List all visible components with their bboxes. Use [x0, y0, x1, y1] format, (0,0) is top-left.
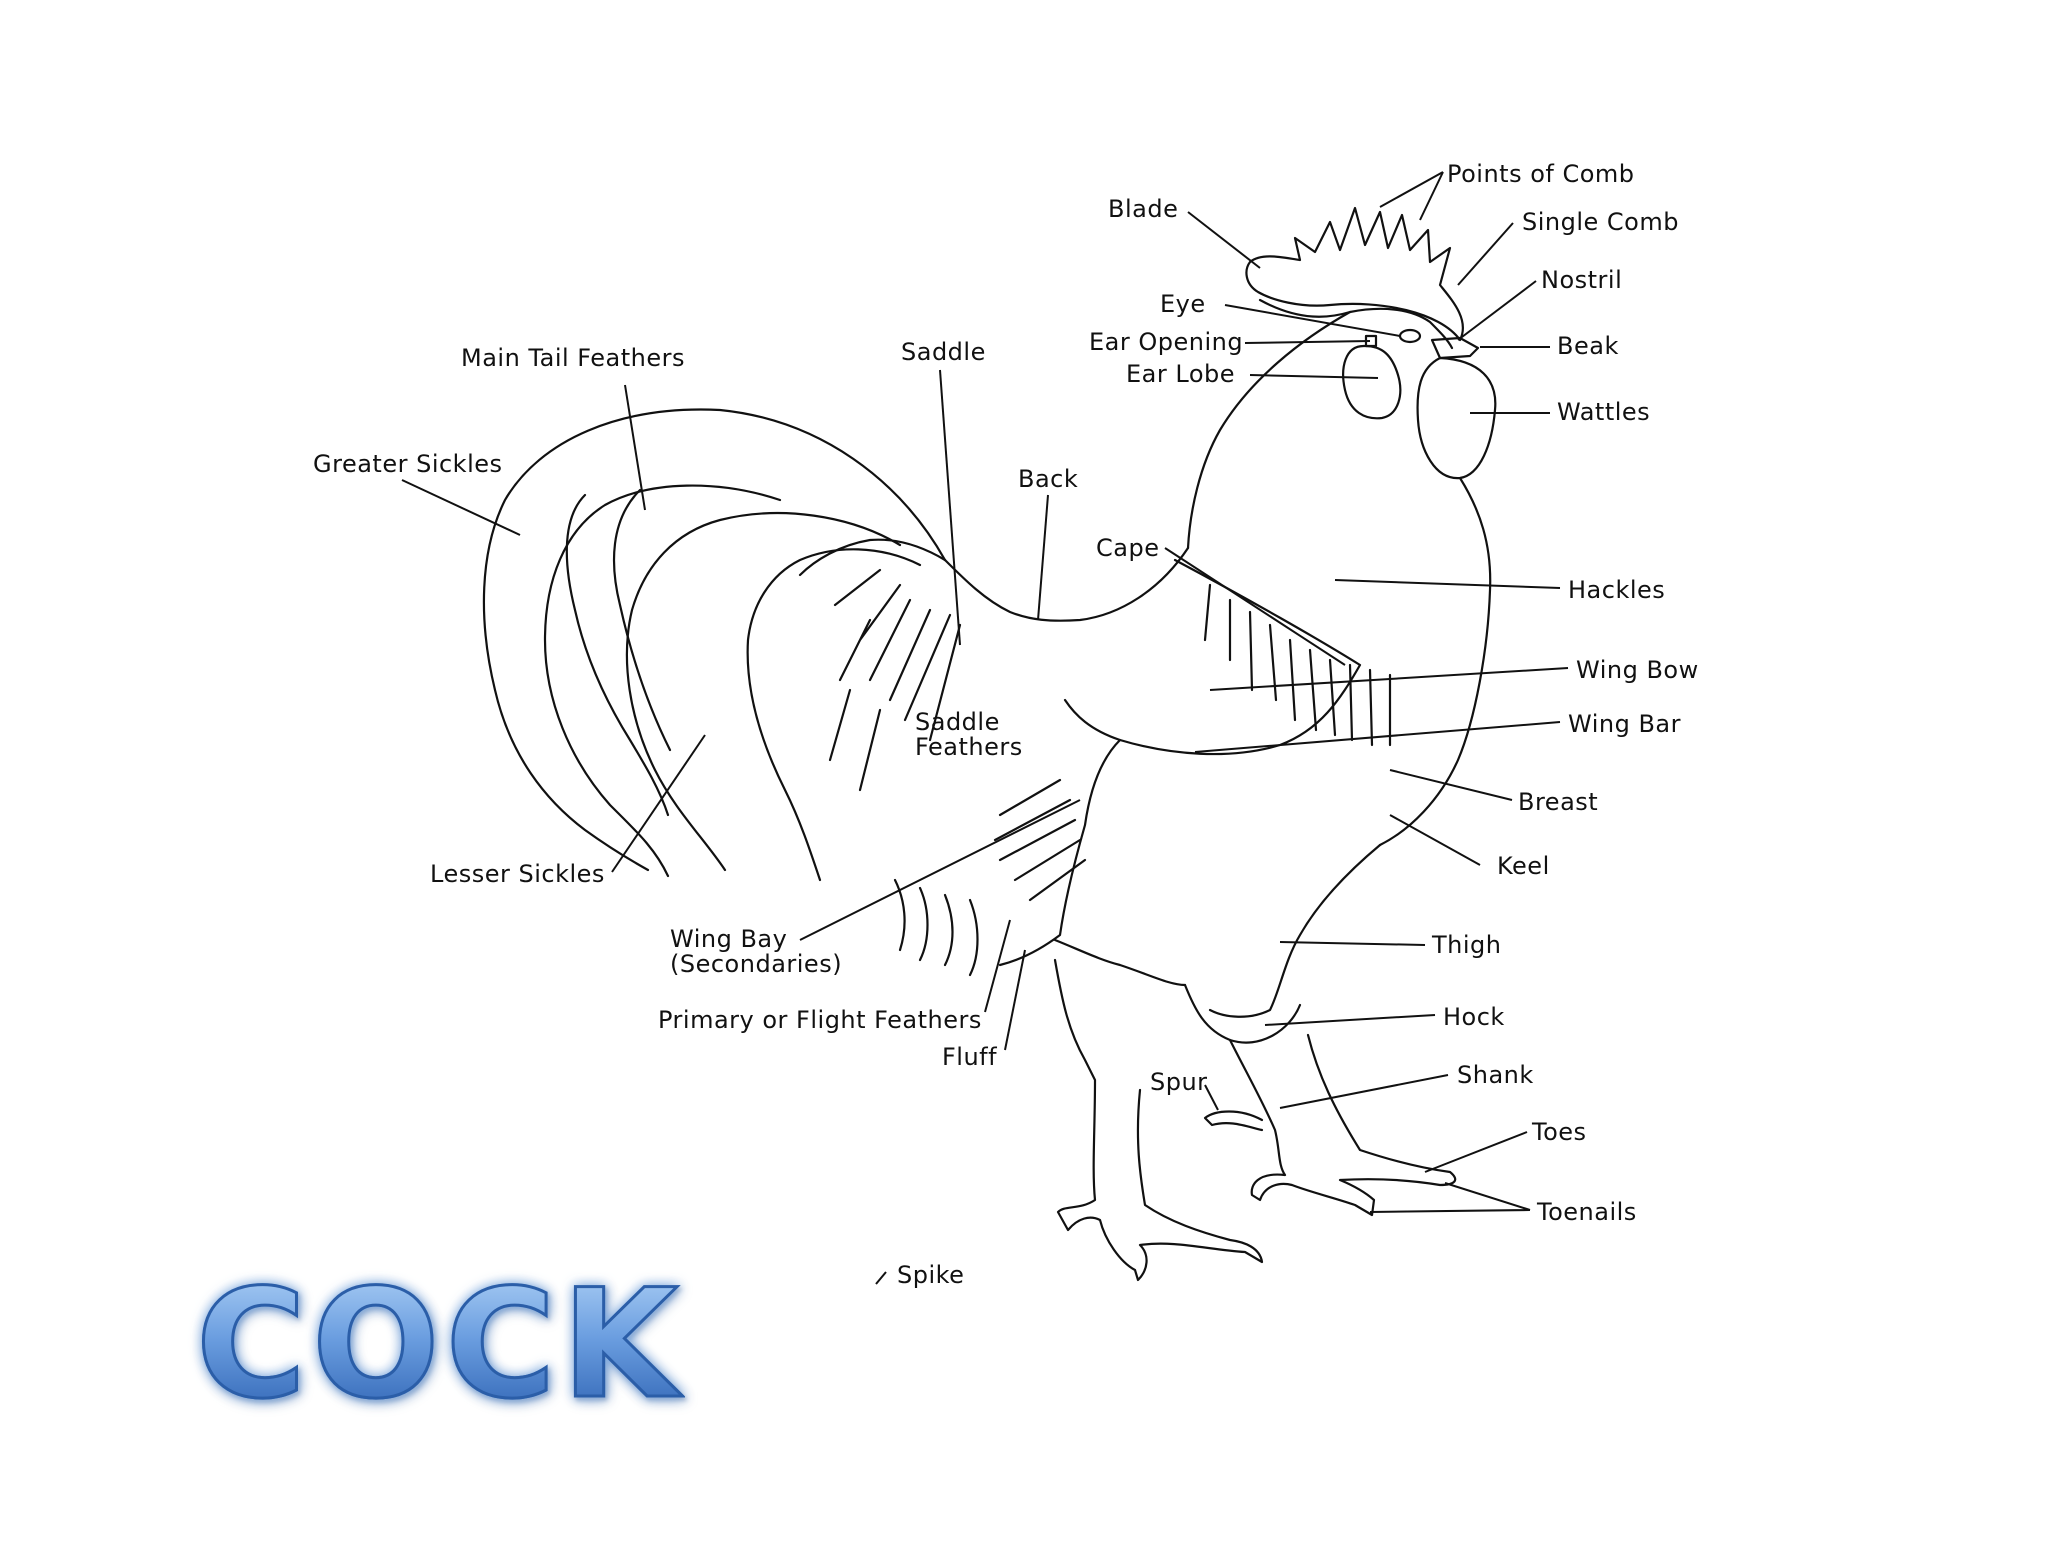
- label-wing-bay-2: (Secondaries): [670, 950, 842, 978]
- beak: [1430, 336, 1480, 360]
- leader-single-comb: [1457, 222, 1514, 286]
- rooster-outline: [482, 206, 1497, 1282]
- leader-lines: [401, 171, 1569, 1285]
- front-leg: [1228, 1033, 1457, 1217]
- label-wattles: Wattles: [1557, 398, 1650, 426]
- leader-shank: [1279, 1074, 1449, 1109]
- leader-nostril: [1457, 280, 1537, 341]
- leader-thigh: [1279, 941, 1426, 946]
- label-fluff: Fluff: [942, 1043, 997, 1071]
- label-shank: Shank: [1457, 1061, 1534, 1089]
- comb: [1245, 206, 1464, 342]
- label-nostril: Nostril: [1541, 266, 1622, 294]
- back-leg: [1053, 958, 1264, 1282]
- sickle-5: [565, 493, 670, 817]
- leader-hackles: [1334, 579, 1561, 589]
- sickle-3: [625, 512, 902, 872]
- label-lesser-sickles: Lesser Sickles: [430, 860, 605, 888]
- spur: [1203, 1110, 1264, 1132]
- label-spike: Spike: [897, 1261, 964, 1289]
- leader-fluff: [1004, 949, 1026, 1051]
- sickle-2: [543, 484, 782, 878]
- back-line: [943, 546, 1190, 622]
- saddle-hump: [798, 538, 947, 577]
- leader-spike: [875, 1271, 887, 1285]
- leader-saddle: [939, 369, 961, 646]
- neck-front: [1378, 476, 1492, 847]
- eye: [1398, 328, 1422, 344]
- leader-toes: [1424, 1131, 1528, 1173]
- thigh: [1183, 983, 1302, 1044]
- leader-keel: [1389, 814, 1481, 866]
- label-back: Back: [1018, 465, 1078, 493]
- leader-primary-flight: [984, 919, 1011, 1013]
- label-hackles: Hackles: [1568, 576, 1665, 604]
- label-thigh: Thigh: [1431, 931, 1501, 959]
- label-saddle-feathers-2: Feathers: [915, 733, 1023, 761]
- part-labels: Points of Comb Blade Single Comb Nostril…: [313, 160, 1699, 1289]
- label-breast: Breast: [1518, 788, 1598, 816]
- leader-blade: [1187, 211, 1261, 269]
- saddle-strokes: [828, 568, 962, 792]
- label-wing-bow: Wing Bow: [1576, 656, 1699, 684]
- leader-points-of-comb: [1379, 171, 1444, 221]
- label-beak: Beak: [1557, 332, 1619, 360]
- label-blade: Blade: [1108, 195, 1178, 223]
- sickle-4: [746, 548, 922, 882]
- label-cape: Cape: [1096, 534, 1159, 562]
- leader-wing-bay: [799, 799, 1081, 941]
- leader-wing-bow: [1209, 667, 1569, 691]
- label-toes: Toes: [1531, 1118, 1587, 1146]
- label-greater-sickles: Greater Sickles: [313, 450, 503, 478]
- wattle: [1416, 356, 1497, 480]
- label-primary-flight-feathers: Primary or Flight Feathers: [658, 1006, 982, 1034]
- label-wing-bay-1: Wing Bay: [670, 925, 787, 953]
- wing-feathers: [1203, 583, 1392, 747]
- greater-sickle: [482, 408, 947, 872]
- leader-back: [1037, 494, 1049, 621]
- label-eye: Eye: [1160, 290, 1206, 318]
- leader-main-tail: [624, 384, 646, 511]
- wing-top: [1063, 558, 1362, 756]
- leader-wing-bar: [1194, 721, 1561, 753]
- leader-hock: [1264, 1014, 1436, 1026]
- label-main-tail-feathers: Main Tail Feathers: [461, 344, 685, 372]
- wing-bay: [998, 738, 1122, 967]
- label-hock: Hock: [1443, 1003, 1505, 1031]
- leader-eye: [1224, 304, 1401, 337]
- secondaries: [993, 778, 1087, 902]
- label-toenails: Toenails: [1536, 1198, 1637, 1226]
- leader-cape: [1164, 547, 1346, 666]
- under-body: [1053, 938, 1187, 987]
- label-saddle-feathers-1: Saddle: [915, 708, 1000, 736]
- label-spur: Spur: [1150, 1068, 1208, 1096]
- neck-back: [1186, 310, 1352, 550]
- label-keel: Keel: [1497, 852, 1550, 880]
- leader-toenails: [1369, 1182, 1531, 1213]
- leader-ear-opening: [1244, 340, 1371, 344]
- label-single-comb: Single Comb: [1522, 208, 1679, 236]
- leader-lesser-sickles: [611, 734, 706, 873]
- leader-spur: [1204, 1084, 1219, 1111]
- belly: [1208, 843, 1382, 1018]
- leader-greater-sickles: [401, 479, 521, 536]
- ear-lobe: [1342, 344, 1402, 420]
- label-saddle: Saddle: [901, 338, 986, 366]
- label-ear-opening: Ear Opening: [1089, 328, 1243, 356]
- sickle-6: [612, 488, 672, 752]
- leader-ear-lobe: [1249, 374, 1379, 379]
- head: [1258, 298, 1454, 350]
- leader-breast: [1389, 769, 1513, 801]
- label-points-of-comb: Points of Comb: [1447, 160, 1635, 188]
- primaries: [893, 878, 979, 977]
- label-ear-lobe: Ear Lobe: [1126, 360, 1235, 388]
- slide-title: COCK: [195, 1258, 684, 1432]
- label-wing-bar: Wing Bar: [1568, 710, 1681, 738]
